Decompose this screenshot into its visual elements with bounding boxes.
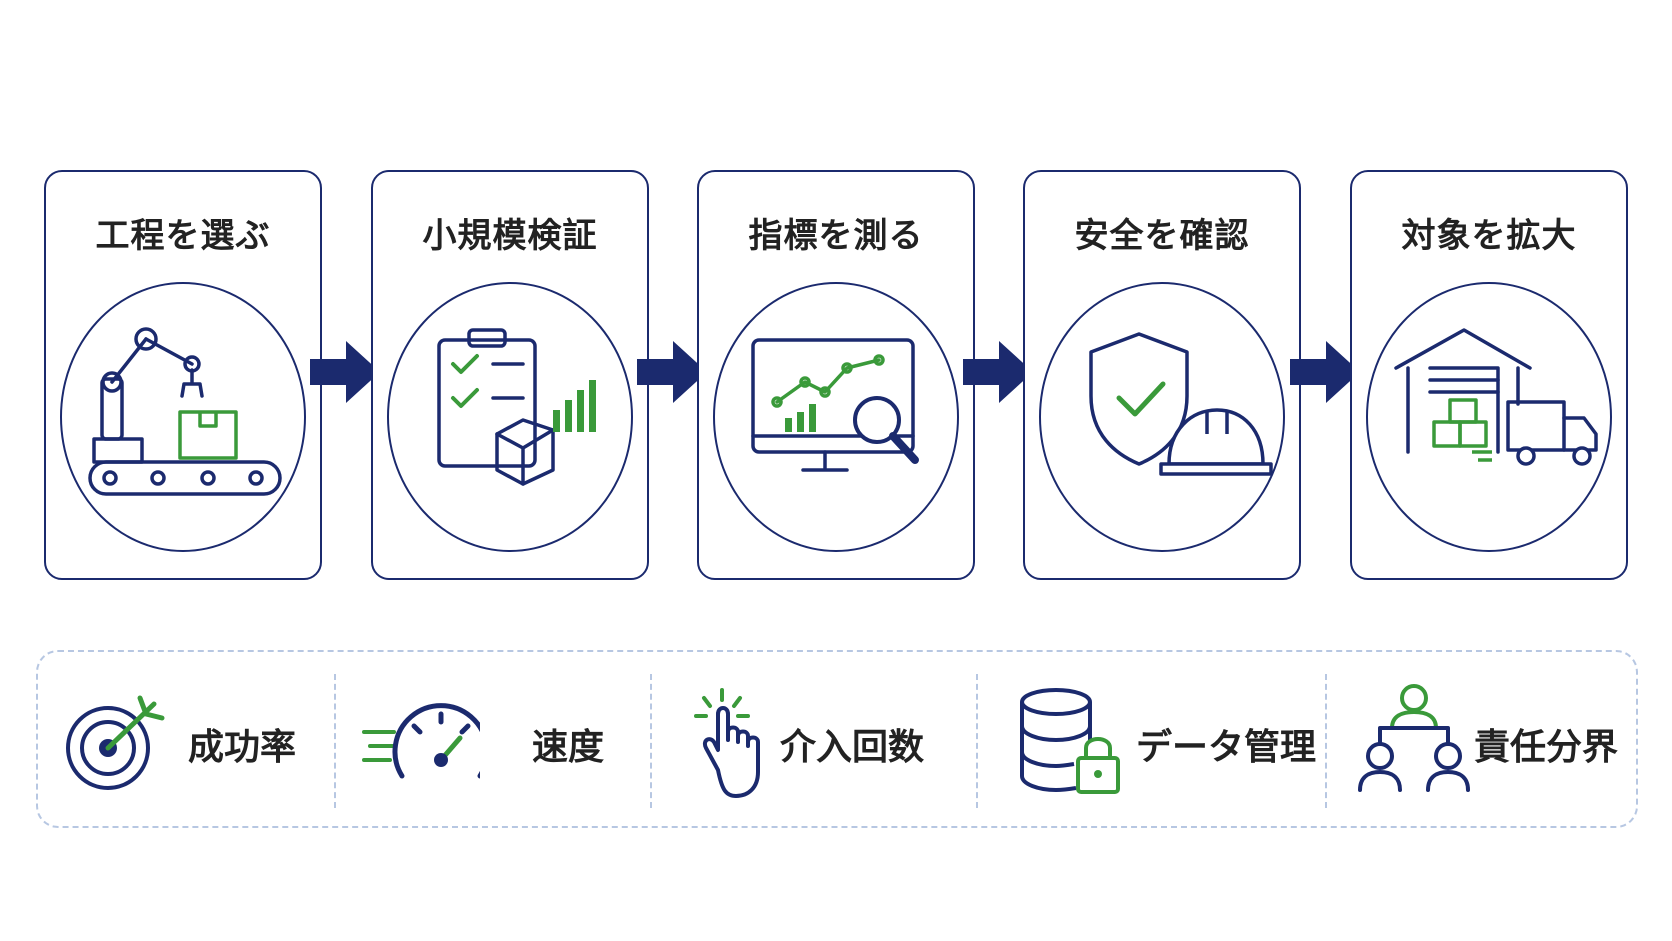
step-card-4: 安全を確認: [1023, 170, 1301, 580]
monitor-analytics-icon: [751, 338, 919, 472]
arrow-right-icon: [637, 341, 707, 403]
step-circle-2: [387, 282, 633, 552]
divider: [976, 674, 978, 808]
step-circle-5: [1366, 282, 1612, 552]
step-circle-4: [1039, 282, 1285, 552]
step-card-2: 小規模検証: [371, 170, 649, 580]
arrow-right-icon: [1290, 341, 1360, 403]
speedometer-icon: [362, 703, 480, 779]
warehouse-truck-icon: [1394, 328, 1598, 466]
divider: [1325, 674, 1327, 808]
arrow-right-icon: [963, 341, 1033, 403]
robot-arm-conveyor-icon: [88, 327, 282, 496]
step-card-3: 指標を測る: [697, 170, 975, 580]
divider: [334, 674, 336, 808]
step-title-2: 小規模検証: [422, 216, 598, 256]
step-title-5: 対象を拡大: [1401, 216, 1577, 256]
metric-label-intervention-count: 介入回数: [780, 727, 925, 768]
metric-label-success-rate: 成功率: [188, 727, 297, 768]
divider: [650, 674, 652, 808]
org-people-icon: [1358, 684, 1470, 792]
step-circle-3: [713, 282, 959, 552]
metric-label-data-management: データ管理: [1136, 727, 1317, 768]
step-title-3: 指標を測る: [748, 216, 924, 256]
step-title-1: 工程を選ぶ: [95, 216, 271, 256]
metrics-panel: 成功率 速度 介入回数 データ管理: [36, 650, 1638, 828]
step-card-5: 対象を拡大: [1350, 170, 1628, 580]
clipboard-checklist-icon: [437, 328, 596, 486]
step-circle-1: [60, 282, 306, 552]
database-lock-icon: [1020, 688, 1120, 794]
metric-label-responsibility-boundary: 責任分界: [1474, 727, 1619, 768]
target-icon: [66, 695, 165, 790]
step-title-4: 安全を確認: [1074, 216, 1250, 256]
shield-helmet-icon: [1089, 332, 1273, 476]
metric-label-speed: 速度: [532, 727, 605, 768]
arrow-right-icon: [310, 341, 380, 403]
step-card-1: 工程を選ぶ: [44, 170, 322, 580]
tap-hand-icon: [694, 688, 760, 798]
